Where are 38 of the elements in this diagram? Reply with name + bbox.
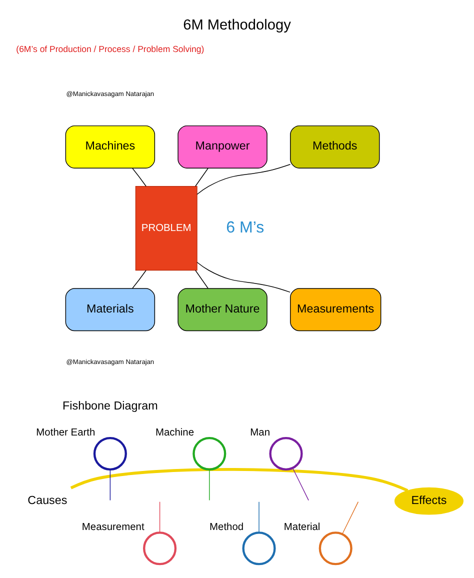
connector: [196, 163, 291, 194]
label: Fishbone Diagram: [62, 398, 158, 412]
node-label: Man: [250, 426, 270, 438]
connector: [70, 468, 408, 492]
connector: [195, 167, 208, 186]
connector: [159, 500, 160, 532]
connector: [196, 261, 290, 292]
diagram-title: 6M Methodology: [183, 17, 291, 34]
label: (6M’s of Production / Process / Problem Solving): [16, 44, 204, 54]
node-circle: [143, 531, 177, 565]
connector: [110, 468, 111, 500]
node-ellipse: Effects: [394, 486, 464, 514]
node-label: Mother Earth: [36, 426, 96, 438]
node-text: Causes: [28, 493, 68, 506]
node-label: Machine: [155, 426, 194, 438]
connector: [132, 167, 146, 186]
node-label: Method: [210, 521, 244, 532]
node-box: Mother Nature: [178, 288, 268, 331]
label: 6 M’s: [226, 218, 264, 236]
node-label: Measurement: [82, 521, 144, 532]
node-circle: [242, 531, 276, 565]
node-circle: [192, 436, 226, 470]
connector: [195, 270, 208, 288]
node-box: Materials: [65, 288, 156, 331]
node-box: Manpower: [178, 124, 268, 168]
node-circle: [93, 436, 127, 470]
connector: [292, 467, 309, 500]
connector: [209, 468, 210, 500]
node-circle: [269, 436, 303, 470]
node-label: Material: [284, 521, 320, 532]
node-box: Measurements: [290, 288, 382, 331]
node-box: Methods: [290, 124, 380, 168]
node-circle: [318, 531, 352, 565]
connector: [258, 500, 260, 532]
connector: [132, 270, 146, 288]
node-box: PROBLEM: [135, 185, 198, 270]
node-box: Machines: [65, 124, 156, 168]
connector: [342, 500, 359, 534]
